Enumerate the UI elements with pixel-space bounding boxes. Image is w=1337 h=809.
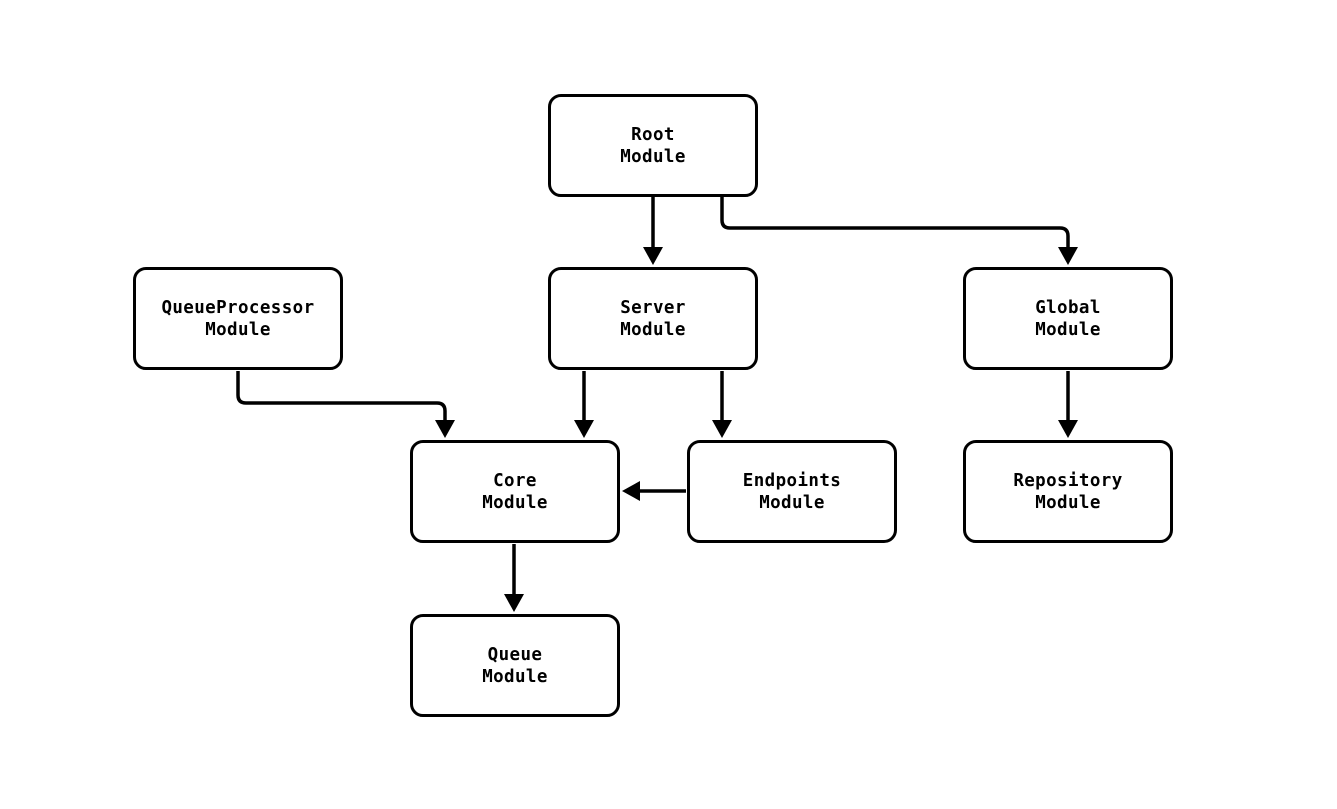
node-queue-module[interactable]: Queue Module — [410, 614, 620, 717]
node-label-line1: Endpoints — [742, 470, 842, 491]
edge-global-to-repository: Global Module to Repository Module — [1058, 371, 1078, 438]
node-label-line2: Module — [759, 492, 825, 513]
edge-core-to-queue: Core Module to Queue Module — [504, 544, 524, 612]
edge-line — [720, 197, 1070, 252]
edge-queueprocessor-to-core: QueueProcessor Module to Core Module — [236, 371, 455, 438]
arrowhead-icon — [574, 420, 594, 438]
arrowhead-icon — [504, 594, 524, 612]
arrowhead-icon — [435, 420, 455, 438]
node-label-line2: Module — [620, 319, 686, 340]
node-root-module[interactable]: Root Module — [548, 94, 758, 197]
node-label-line1: Global — [1035, 297, 1101, 318]
node-label-line1: Server — [620, 297, 686, 318]
edge-endpoints-to-core: Endpoints Module to Core Module — [622, 481, 686, 501]
edge-root-to-global: Root Module to Global Module — [720, 197, 1078, 265]
node-queueprocessor-module[interactable]: QueueProcessor Module — [133, 267, 343, 370]
arrowhead-icon — [643, 247, 663, 265]
node-label-line1: Queue — [487, 644, 543, 665]
node-label-line2: Module — [205, 319, 271, 340]
node-label-line1: QueueProcessor — [161, 297, 315, 318]
node-label-line2: Module — [620, 146, 686, 167]
node-server-module[interactable]: Server Module — [548, 267, 758, 370]
arrowhead-icon — [622, 481, 640, 501]
arrowhead-icon — [712, 420, 732, 438]
node-label-line2: Module — [1035, 492, 1101, 513]
node-repository-module[interactable]: Repository Module — [963, 440, 1173, 543]
edge-server-to-core: Server Module to Core Module — [574, 371, 594, 438]
node-label-line2: Module — [1035, 319, 1101, 340]
edge-root-to-server: Root Module to Server Module — [643, 197, 663, 265]
edge-server-to-endpoints: Server Module to Endpoints Module — [712, 371, 732, 438]
node-label-line2: Module — [482, 492, 548, 513]
arrowhead-icon — [1058, 247, 1078, 265]
node-label-line1: Core — [493, 470, 537, 491]
node-label-line1: Root — [631, 124, 675, 145]
node-core-module[interactable]: Core Module — [410, 440, 620, 543]
edge-line — [236, 371, 447, 425]
node-label-line1: Repository — [1013, 470, 1123, 491]
node-global-module[interactable]: Global Module — [963, 267, 1173, 370]
arrowhead-icon — [1058, 420, 1078, 438]
node-endpoints-module[interactable]: Endpoints Module — [687, 440, 897, 543]
node-label-line2: Module — [482, 666, 548, 687]
